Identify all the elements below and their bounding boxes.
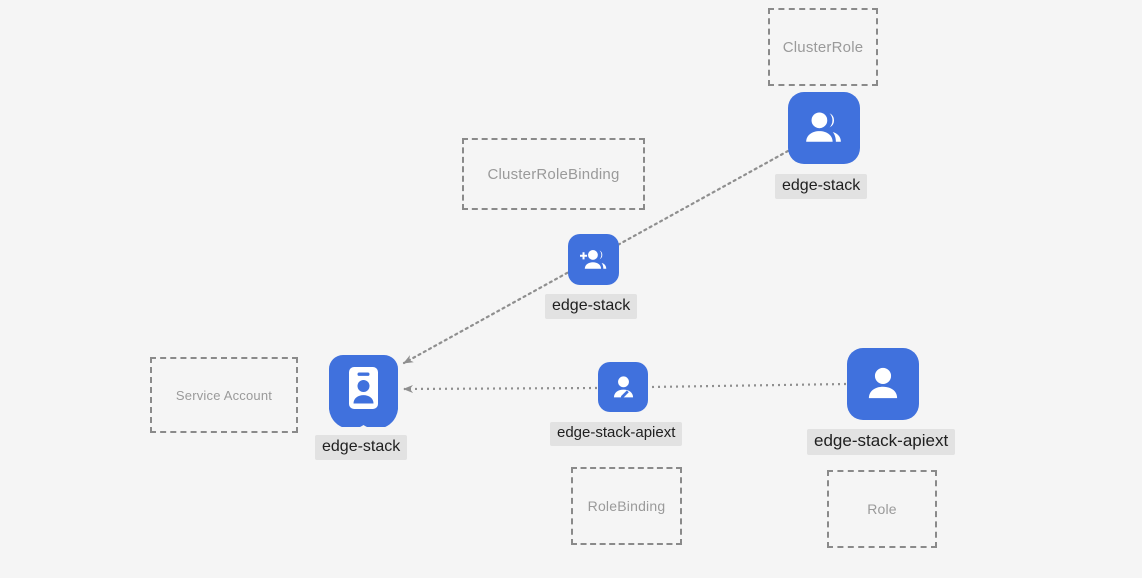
typebox-clusterrolebinding: ClusterRoleBinding	[462, 138, 645, 210]
typebox-clusterrole: ClusterRole	[768, 8, 878, 86]
edge-rolebinding-to-serviceaccount	[403, 384, 598, 393]
person-edit-icon	[608, 372, 639, 403]
id-badge-icon	[349, 367, 378, 409]
typebox-role-label: Role	[867, 501, 897, 517]
node-clusterrolebinding-edge-stack[interactable]	[568, 234, 619, 285]
person-icon	[861, 362, 905, 406]
node-clusterrole-edge-stack[interactable]	[788, 92, 860, 164]
service-account-shield-shape	[328, 355, 399, 429]
add-people-icon	[578, 244, 610, 276]
edge-clusterrole-to-serviceaccount	[402, 149, 790, 365]
node-role-edge-stack-apiext[interactable]	[847, 348, 919, 420]
typebox-service-account-label: Service Account	[175, 387, 273, 403]
node-label-clusterrolebinding: edge-stack	[545, 294, 638, 319]
node-rolebinding-edge-stack-apiext[interactable]	[598, 362, 648, 412]
typebox-rolebinding-label: RoleBinding	[587, 498, 666, 514]
typebox-clusterrolebinding-label: ClusterRoleBinding	[487, 165, 620, 183]
edge-role-to-rolebinding	[649, 382, 847, 389]
node-label-clusterrole: edge-stack	[775, 174, 868, 199]
node-label-rolebinding: edge-stack-apiext	[550, 422, 683, 446]
typebox-rolebinding: RoleBinding	[571, 467, 682, 545]
typebox-role: Role	[827, 470, 937, 548]
node-label-role: edge-stack-apiext	[807, 429, 956, 455]
node-label-serviceaccount: edge-stack	[315, 435, 408, 460]
typebox-clusterrole-label: ClusterRole	[782, 38, 864, 56]
node-serviceaccount-edge-stack[interactable]	[328, 355, 399, 429]
two-people-icon	[801, 105, 847, 151]
typebox-service-account: Service Account	[150, 357, 298, 433]
